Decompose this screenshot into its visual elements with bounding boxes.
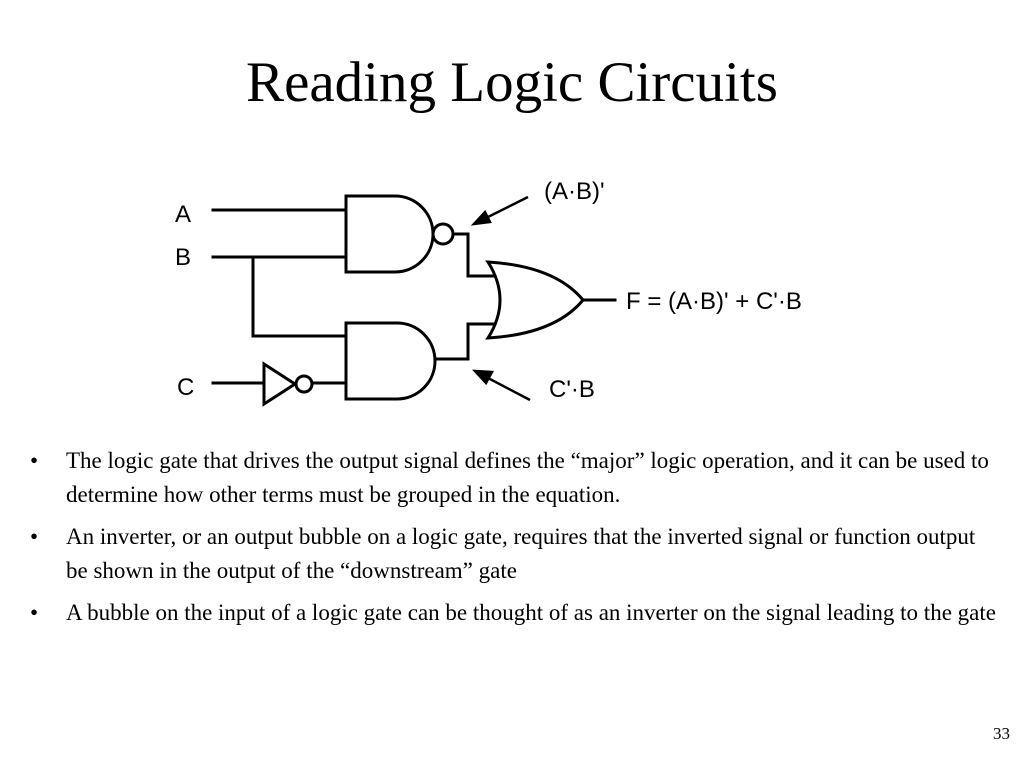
and-gate-body bbox=[344, 321, 437, 401]
label-and-output: C'·B bbox=[549, 376, 595, 403]
inverter-bubble bbox=[294, 374, 314, 394]
arrow-nand-head bbox=[470, 209, 492, 226]
bullet-text: A bubble on the input of a logic gate ca… bbox=[66, 600, 996, 625]
page-number: 33 bbox=[993, 724, 1010, 743]
nand-gate bbox=[344, 194, 455, 274]
nand-output-bubble bbox=[431, 222, 455, 246]
bullet-text: An inverter, or an output bubble on a lo… bbox=[66, 524, 976, 583]
arrow-and-line bbox=[487, 376, 531, 402]
wires bbox=[211, 208, 617, 385]
bullet-item: • The logic gate that drives the output … bbox=[30, 444, 1000, 512]
input-label-b: B bbox=[175, 244, 191, 271]
input-label-c: C bbox=[177, 374, 194, 401]
bullet-list: • The logic gate that drives the output … bbox=[30, 444, 1000, 638]
arrow-nand-line bbox=[485, 195, 529, 220]
wire-nand-to-or bbox=[453, 232, 496, 278]
bullet-item: • An inverter, or an output bubble on a … bbox=[30, 520, 1000, 588]
or-gate-body bbox=[485, 260, 585, 340]
bullet-mark: • bbox=[30, 524, 39, 549]
inverter bbox=[262, 361, 314, 407]
inverter-triangle bbox=[262, 361, 298, 407]
arrow-and-head bbox=[471, 369, 495, 386]
wire-b-branch bbox=[251, 255, 348, 338]
bullet-text: The logic gate that drives the output si… bbox=[66, 448, 989, 507]
bullet-mark: • bbox=[30, 600, 39, 625]
wire-and-to-or bbox=[433, 322, 496, 361]
nand-gate-body bbox=[344, 194, 435, 274]
label-nand-output: (A·B)' bbox=[544, 178, 605, 205]
or-gate bbox=[485, 260, 585, 340]
annotation-arrows bbox=[470, 195, 531, 402]
and-gate bbox=[344, 321, 437, 401]
bullet-item: • A bubble on the input of a logic gate … bbox=[30, 596, 1000, 630]
bullet-mark: • bbox=[30, 448, 39, 473]
slide-title: Reading Logic Circuits bbox=[246, 51, 778, 114]
input-label-a: A bbox=[175, 201, 191, 228]
label-final-output: F = (A·B)' + C'·B bbox=[626, 288, 802, 315]
